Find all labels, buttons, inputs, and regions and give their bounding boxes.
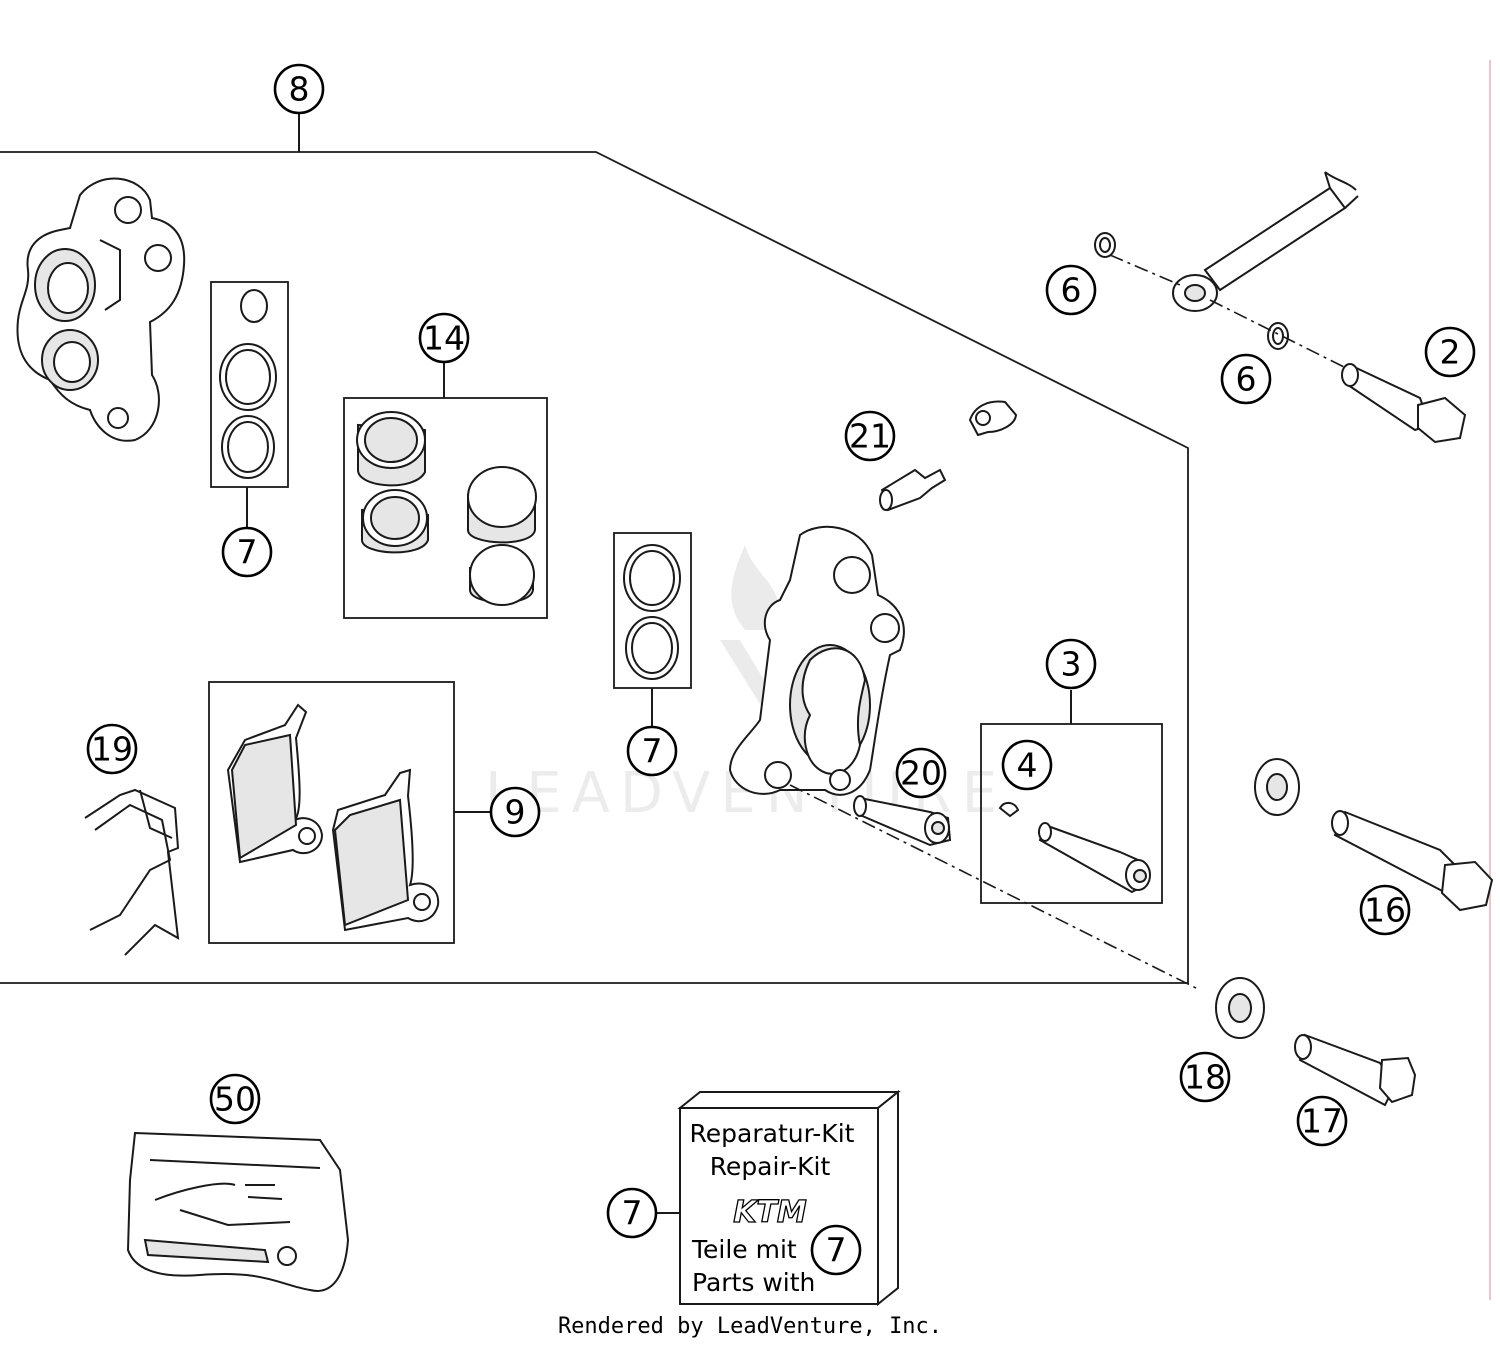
- svg-text:6: 6: [1061, 271, 1082, 310]
- caliper-housing-left: [16, 177, 186, 442]
- callout-7-left: 7: [221, 526, 273, 578]
- footer-credit: Rendered by LeadVenture, Inc.: [558, 1314, 942, 1339]
- callout-18: 18: [1179, 1051, 1231, 1103]
- svg-text:16: 16: [1364, 891, 1406, 930]
- callout-9: 9: [489, 786, 541, 838]
- callout-4: 4: [1001, 739, 1053, 791]
- callout-2: 2: [1424, 326, 1476, 378]
- mounting-washer-lower: [1215, 977, 1265, 1039]
- mounting-washer-upper: [1254, 758, 1300, 816]
- svg-text:2: 2: [1440, 333, 1461, 372]
- repair-kit-parts-en: Parts with: [692, 1268, 815, 1297]
- repair-kit-title-en: Repair-Kit: [710, 1152, 831, 1181]
- callout-8: 8: [273, 63, 325, 115]
- bleed-screw: [879, 400, 1018, 512]
- svg-text:21: 21: [849, 417, 891, 456]
- callout-6-upper: 6: [1045, 264, 1097, 316]
- mounting-bolt-long: [1331, 810, 1494, 912]
- callout-21: 21: [844, 410, 896, 462]
- svg-text:17: 17: [1301, 1102, 1343, 1141]
- callout-3: 3: [1045, 638, 1097, 690]
- piston-set: [343, 362, 548, 619]
- callout-50: 50: [209, 1073, 261, 1125]
- svg-text:7: 7: [237, 533, 258, 572]
- svg-text:7: 7: [642, 732, 663, 771]
- pad-spring: [84, 788, 180, 956]
- callout-19: 19: [86, 723, 138, 775]
- callout-7-kit: 7: [606, 1187, 658, 1239]
- mounting-axis: [789, 784, 1201, 991]
- brake-pad-set: [208, 681, 490, 944]
- callout-16: 16: [1359, 884, 1411, 936]
- caliper-assembly-outline: [0, 151, 1189, 984]
- svg-text:7: 7: [622, 1194, 643, 1233]
- svg-text:18: 18: [1184, 1058, 1226, 1097]
- callout-7-kit-inline: 7: [810, 1224, 862, 1276]
- caliper-housing-right: [728, 525, 905, 796]
- repair-kit-parts-de: Teile mit: [691, 1235, 797, 1264]
- assembly-paste-bag: [126, 1131, 350, 1292]
- pin-kit: [980, 690, 1163, 904]
- callout-20: 20: [895, 747, 947, 799]
- mounting-bolt-short: [1294, 1033, 1417, 1107]
- repair-kit-title-de: Reparatur-Kit: [690, 1119, 855, 1148]
- seal-kit-middle: [613, 532, 692, 728]
- svg-text:7: 7: [826, 1231, 847, 1270]
- callout-6-lower: 6: [1220, 353, 1272, 405]
- callout-7-middle: 7: [626, 725, 678, 777]
- svg-text:20: 20: [900, 754, 942, 793]
- ktm-logo: KTM: [733, 1195, 807, 1230]
- svg-text:8: 8: [289, 70, 310, 109]
- svg-text:3: 3: [1061, 645, 1082, 684]
- svg-text:50: 50: [214, 1080, 256, 1119]
- callout-14: 14: [418, 312, 470, 364]
- seal-kit-left: [210, 281, 289, 528]
- caliper-bolt: [853, 795, 952, 847]
- repair-kit-box: Reparatur-Kit Repair-Kit KTM Teile mit P…: [656, 1089, 901, 1307]
- svg-text:9: 9: [505, 793, 526, 832]
- brake-line-banjo: [1094, 171, 1467, 444]
- svg-text:14: 14: [423, 319, 465, 358]
- svg-text:19: 19: [91, 730, 133, 769]
- svg-text:4: 4: [1017, 746, 1038, 785]
- svg-text:6: 6: [1236, 360, 1257, 399]
- callout-17: 17: [1296, 1095, 1348, 1147]
